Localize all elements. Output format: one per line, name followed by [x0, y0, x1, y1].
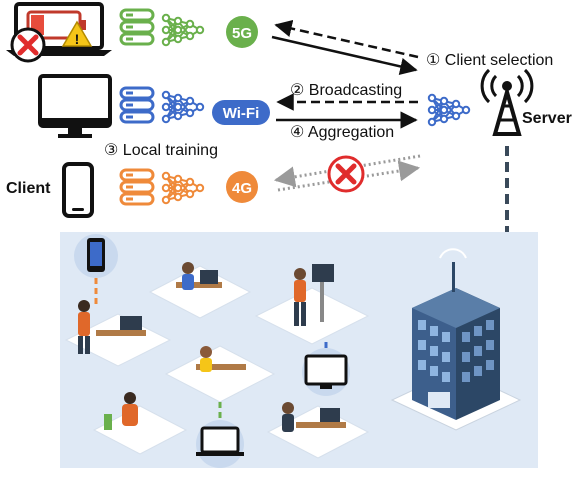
upload-solid-arrow	[271, 35, 418, 76]
server-label: Server	[522, 110, 572, 127]
desk-platform	[254, 264, 370, 345]
aggregation-label: ④ Aggregation	[290, 124, 395, 141]
badge-5g: 5G	[226, 16, 258, 48]
svg-text:!: !	[75, 31, 80, 47]
failed-down-arrow	[273, 154, 421, 188]
monitor-bubble	[302, 342, 350, 396]
badge-wifi: Wi-Fi	[212, 100, 270, 125]
badge-wifi-label: Wi-Fi	[223, 105, 260, 122]
smartphone-icon	[62, 162, 94, 218]
desk-platform	[92, 392, 188, 455]
warning-icon: !	[61, 20, 93, 47]
desk-platform	[148, 262, 252, 319]
badge-4g: 4G	[226, 171, 258, 203]
antenna-tower-icon	[480, 68, 534, 136]
monitor-icon	[38, 74, 112, 138]
failure-cross-icon	[327, 155, 365, 193]
failure-cross-icon	[10, 27, 46, 63]
desk-platform	[164, 345, 276, 424]
phone-bubble	[74, 234, 118, 304]
client-label: Client	[6, 180, 51, 197]
database-icon	[119, 168, 155, 206]
desk-platform	[64, 300, 172, 367]
local-training-label: ③ Local training	[104, 142, 218, 159]
neural-network-icon	[161, 90, 205, 124]
neural-network-icon	[161, 13, 205, 47]
desk-platform	[266, 402, 370, 459]
badge-5g-label: 5G	[232, 25, 252, 42]
database-icon	[119, 86, 155, 124]
neural-network-icon	[427, 93, 471, 127]
laptop-bubble	[196, 420, 244, 468]
selection-dashed-arrow	[274, 19, 419, 59]
neural-network-icon	[161, 171, 205, 205]
client-selection-label: ① Client selection	[426, 52, 554, 69]
badge-4g-label: 4G	[232, 180, 252, 197]
broadcasting-label: ② Broadcasting	[290, 82, 403, 99]
office-building-icon	[390, 248, 522, 431]
database-icon	[119, 8, 155, 46]
